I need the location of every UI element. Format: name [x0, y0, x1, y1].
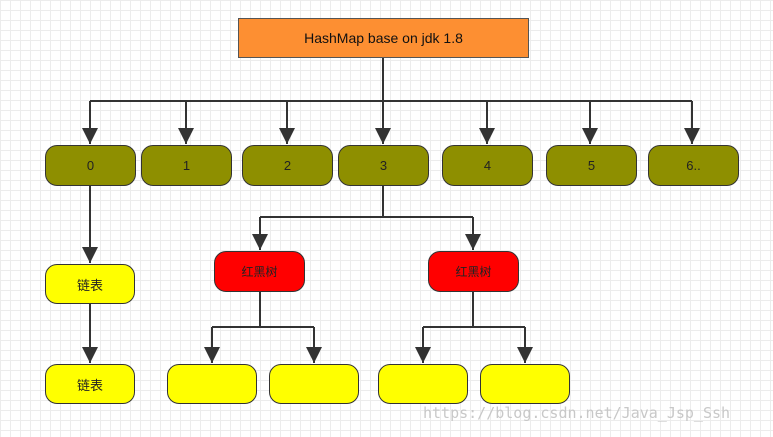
tree-leaf-node-3	[378, 364, 468, 404]
tree-leaf-node-2	[269, 364, 359, 404]
diagram-title: HashMap base on jdk 1.8	[238, 18, 529, 58]
bucket-0: 0	[45, 145, 136, 186]
bucket-1: 1	[141, 145, 232, 186]
linked-list-node-1: 链表	[45, 264, 135, 304]
bucket-3: 3	[338, 145, 429, 186]
bucket-6: 6..	[648, 145, 739, 186]
linked-list-node-2: 链表	[45, 364, 135, 404]
red-black-tree-node-1: 红黑树	[214, 251, 305, 292]
bucket-2: 2	[242, 145, 333, 186]
red-black-tree-node-2: 红黑树	[428, 251, 519, 292]
bucket-4: 4	[442, 145, 533, 186]
tree-leaf-node-4	[480, 364, 570, 404]
watermark: https://blog.csdn.net/Java_Jsp_Ssh	[423, 404, 731, 422]
tree-leaf-node-1	[167, 364, 257, 404]
bucket-5: 5	[546, 145, 637, 186]
